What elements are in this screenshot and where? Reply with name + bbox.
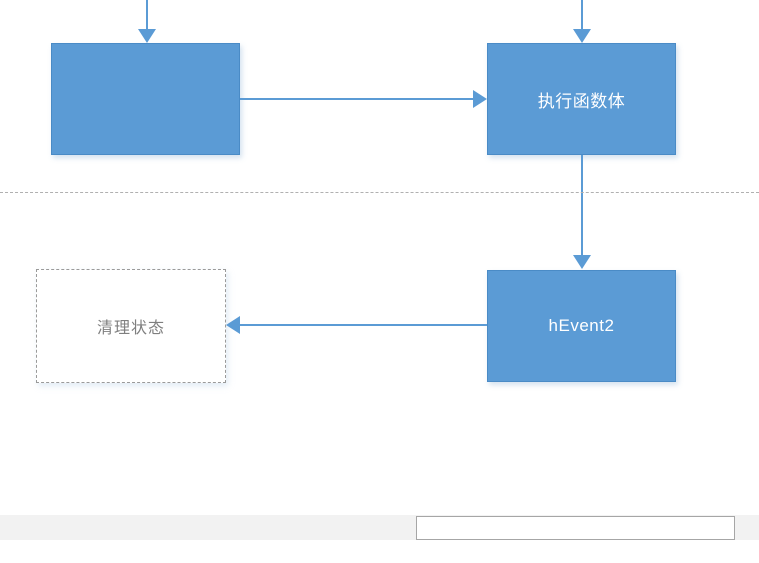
node-exec-body[interactable]: 执行函数体 <box>487 43 676 155</box>
arrow-left-icon <box>226 316 240 334</box>
bottom-text-input[interactable] <box>416 516 735 540</box>
connector-line <box>581 0 583 31</box>
arrow-down-icon <box>138 29 156 43</box>
arrow-down-icon <box>573 29 591 43</box>
connector-line <box>581 155 583 257</box>
node-cleanup-state[interactable]: 清理状态 <box>36 269 226 383</box>
node-exec-body-label: 执行函数体 <box>537 91 626 111</box>
arrow-right-icon <box>473 90 487 108</box>
phase-divider <box>0 192 759 193</box>
connector-line <box>240 98 474 100</box>
node-hevent2[interactable]: hEvent2 <box>487 270 676 382</box>
node-blank-box[interactable] <box>51 43 240 155</box>
node-hevent2-label: hEvent2 <box>548 316 615 335</box>
connector-line <box>146 0 148 31</box>
connector-line <box>240 324 487 326</box>
node-cleanup-state-label: 清理状态 <box>96 320 165 337</box>
arrow-down-icon <box>573 255 591 269</box>
